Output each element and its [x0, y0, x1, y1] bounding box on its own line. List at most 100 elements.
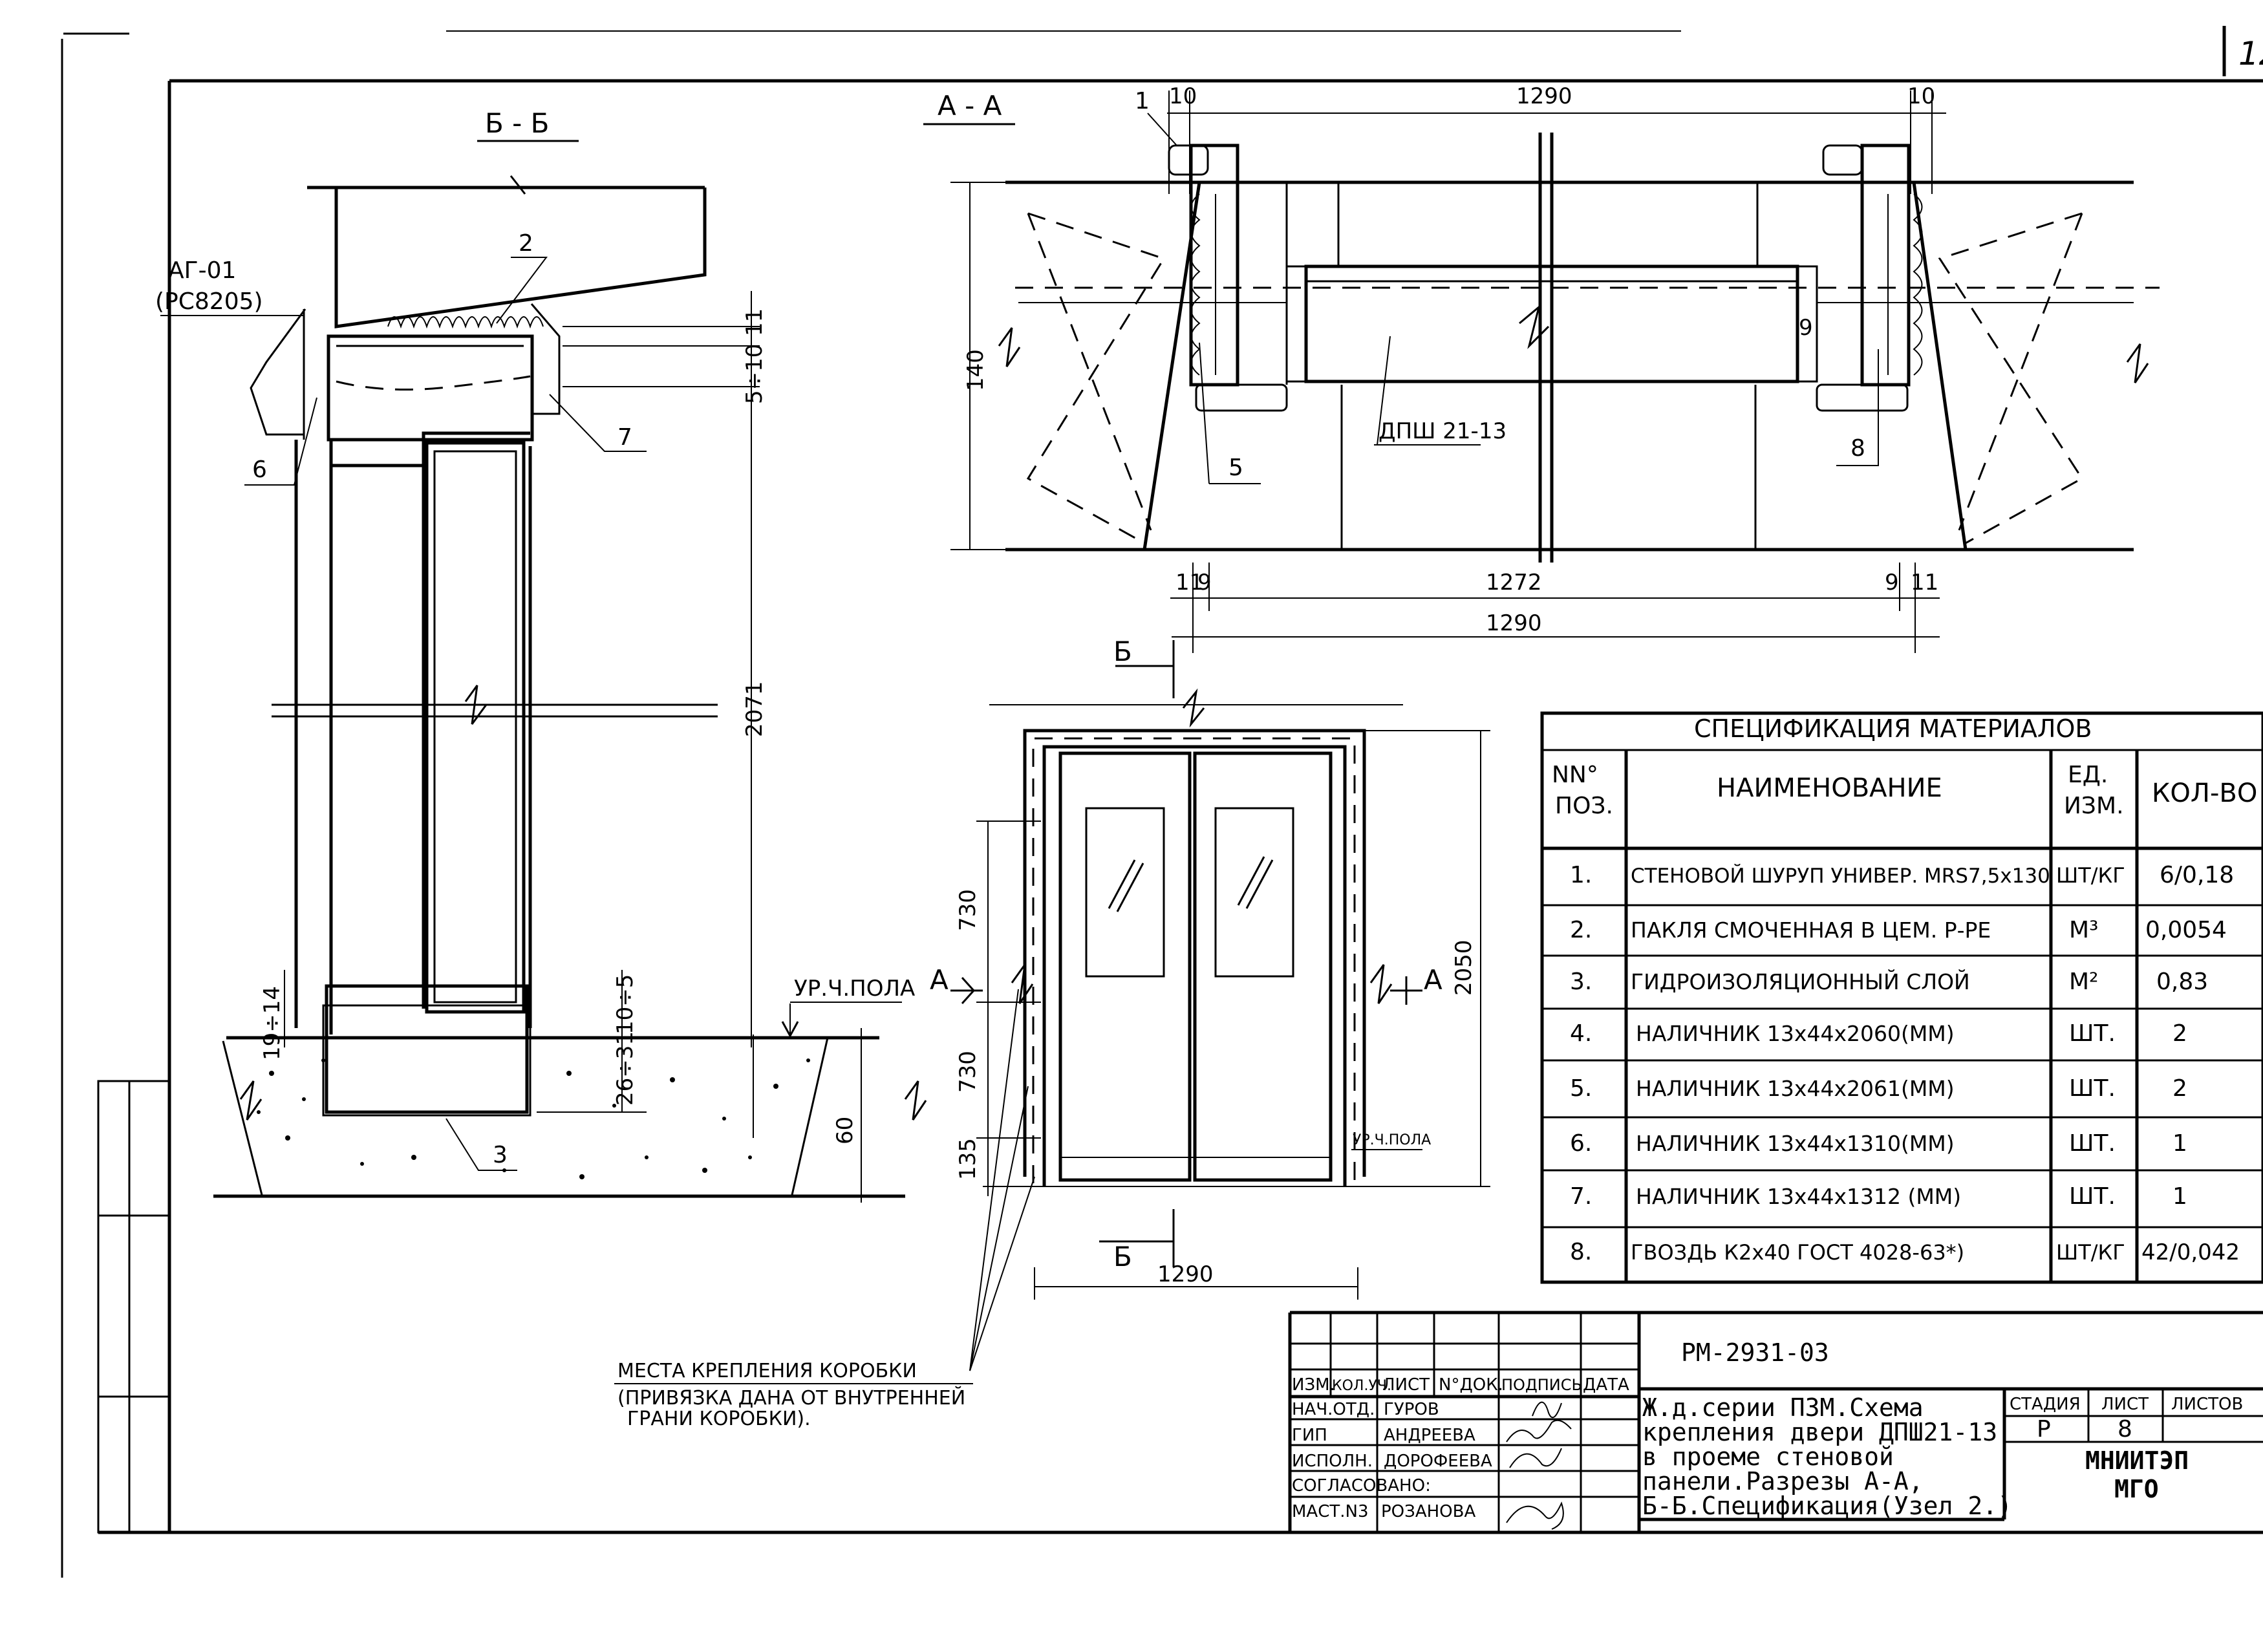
fastener-code: АГ-01 [168, 257, 236, 284]
fixing-note-line2: (ПРИВЯЗКА ДАНА ОТ ВНУТРЕННЕЙ [617, 1386, 965, 1410]
signature-3 [1509, 1448, 1562, 1468]
role-4: МАСТ.N3 [1292, 1502, 1369, 1521]
desc-line-4: панели.Разрезы А-А, [1642, 1467, 1924, 1496]
role-2: ИСПОЛН. [1292, 1452, 1373, 1471]
svg-text:НАЛИЧНИК 13х44х1312 (ММ): НАЛИЧНИК 13х44х1312 (ММ) [1636, 1184, 1961, 1209]
spec-row: 5. НАЛИЧНИК 13х44х2061(ММ) ШТ. 2 [1570, 1075, 2187, 1102]
spec-header-pos: NN° [1552, 762, 1598, 788]
spec-table: СПЕЦИФИКАЦИЯ МАТЕРИАЛОВ NN° ПОЗ. НАИМЕНО… [1540, 711, 2263, 1284]
section-bb-title: Б - Б [485, 107, 549, 139]
fastener-code-2: (PC8205) [155, 288, 263, 315]
spec-row: 7. НАЛИЧНИК 13х44х1312 (ММ) ШТ. 1 [1570, 1183, 2187, 1210]
desc-line-2: крепления двери ДПШ21-13 [1642, 1418, 1997, 1446]
svg-text:ШТ.: ШТ. [2069, 1075, 2116, 1102]
svg-text:СТЕНОВОЙ ШУРУП УНИВЕР. MRS7,5х: СТЕНОВОЙ ШУРУП УНИВЕР. MRS7,5х130 [1631, 864, 2050, 888]
svg-text:3.: 3. [1570, 969, 1592, 995]
sheet-label: ЛИСТ [2101, 1395, 2149, 1414]
svg-text:5.: 5. [1570, 1075, 1592, 1102]
svg-text:ПАКЛЯ СМОЧЕННАЯ В ЦЕМ. Р-РЕ: ПАКЛЯ СМОЧЕННАЯ В ЦЕМ. Р-РЕ [1631, 917, 1991, 943]
door-code-label: ДПШ 21-13 [1378, 418, 1507, 444]
role-1: ГИП [1292, 1426, 1327, 1445]
spec-row: 3. ГИДРОИЗОЛЯЦИОННЫЙ СЛОЙ М² 0,83 [1570, 969, 2208, 995]
svg-text:1.: 1. [1570, 862, 1592, 888]
spec-row: 2. ПАКЛЯ СМОЧЕННАЯ В ЦЕМ. Р-РЕ М³ 0,0054 [1570, 917, 2227, 943]
svg-text:6.: 6. [1570, 1130, 1592, 1157]
tow-coils [387, 316, 544, 329]
sheet-frame: 12 [61, 26, 2263, 1578]
spec-header-name: НАИМЕНОВАНИЕ [1717, 773, 1942, 803]
svg-text:М²: М² [2069, 969, 2099, 995]
tb-col-koluch: КОЛ.УЧ. [1332, 1378, 1391, 1394]
svg-text:ГВОЗДЬ К2х40 ГОСТ 4028-63*): ГВОЗДЬ К2х40 ГОСТ 4028-63*) [1631, 1240, 1964, 1265]
dim-top-width: 1290 [1516, 83, 1572, 109]
dim-10-5: 10÷5 [612, 974, 638, 1035]
desc-line-3: в проеме стеновой [1642, 1443, 1894, 1471]
spec-row: 6. НАЛИЧНИК 13х44х1310(ММ) ШТ. 1 [1570, 1130, 2187, 1157]
role-4-name: РОЗАНОВА [1381, 1502, 1475, 1521]
section-aa: А - А [923, 83, 2160, 653]
dim-left-11: 11 [1175, 570, 1203, 595]
dim-w1290: 1290 [1157, 1261, 1214, 1287]
door-elevation: Б А А 730 730 1 [904, 636, 1490, 1371]
spec-row: 4. НАЛИЧНИК 13х44х2060(ММ) ШТ. 2 [1570, 1020, 2187, 1047]
svg-text:1: 1 [2172, 1130, 2187, 1157]
spec-title: СПЕЦИФИКАЦИЯ МАТЕРИАЛОВ [1694, 714, 2092, 743]
role-1-name: АНДРЕЕВА [1384, 1426, 1475, 1445]
tb-col-date: ДАТА [1583, 1375, 1629, 1395]
callout-1: 1 [1135, 88, 1150, 114]
cut-a-left: А [930, 964, 949, 996]
dim-60: 60 [832, 1117, 858, 1144]
role-0-name: ГУРОВ [1384, 1400, 1439, 1419]
dim-h2050: 2050 [1451, 939, 1477, 996]
sheet-value: 8 [2118, 1416, 2132, 1443]
svg-text:0,0054: 0,0054 [2145, 917, 2227, 943]
desc-line-5: Б-Б.Спецификация(Узел 2.) [1642, 1492, 2012, 1520]
svg-text:2: 2 [2172, 1075, 2187, 1102]
dim-inner: 1272 [1486, 570, 1542, 595]
svg-text:42/0,042: 42/0,042 [2141, 1239, 2240, 1265]
dim-9-inner: 9 [1799, 315, 1813, 341]
dim-top-right: 10 [1907, 83, 1935, 109]
dim-2071: 2071 [742, 681, 767, 737]
svg-text:ШТ/КГ: ШТ/КГ [2056, 1240, 2125, 1265]
spec-header-pos2: ПОЗ. [1555, 793, 1613, 819]
org-1: МНИИТЭП [2085, 1446, 2189, 1475]
stage-value: Р [2037, 1416, 2051, 1443]
dim-5-10: 5÷10 [742, 344, 767, 404]
title-block: РМ-2931-03 ИЗМ. КОЛ.УЧ. ЛИСТ N°ДОК. ПОДП… [1288, 1311, 2263, 1532]
dim-top-left: 10 [1169, 83, 1197, 109]
callout-3: 3 [493, 1142, 508, 1168]
spec-row: 8. ГВОЗДЬ К2х40 ГОСТ 4028-63*) ШТ/КГ 42/… [1570, 1239, 2240, 1265]
svg-text:6/0,18: 6/0,18 [2160, 862, 2234, 888]
spec-header-qty: КОЛ-ВО [2152, 778, 2257, 808]
dim-h730-top: 730 [955, 889, 981, 931]
svg-text:ШТ.: ШТ. [2069, 1183, 2116, 1210]
dim-right-9: 9 [1885, 570, 1899, 595]
dim-bottom-width: 1290 [1486, 610, 1542, 636]
sheet-number: 12 [2238, 35, 2263, 72]
svg-text:ШТ/КГ: ШТ/КГ [2056, 863, 2125, 888]
spec-header-unit2: ИЗМ. [2064, 793, 2124, 819]
cut-b-bottom: Б [1113, 1241, 1132, 1272]
dim-right-11: 11 [1911, 570, 1938, 595]
svg-text:0,83: 0,83 [2156, 969, 2208, 995]
callout-2: 2 [519, 230, 533, 257]
spec-row: 1. СТЕНОВОЙ ШУРУП УНИВЕР. MRS7,5х130 ШТ/… [1570, 862, 2234, 888]
sheets-label: ЛИСТОВ [2171, 1395, 2243, 1414]
svg-text:М³: М³ [2069, 917, 2099, 943]
tb-col-doc: N°ДОК. [1439, 1375, 1503, 1395]
tb-col-list: ЛИСТ [1382, 1375, 1430, 1395]
section-aa-title: А - А [938, 90, 1002, 122]
floor-level-label: УР.Ч.ПОЛА [794, 976, 915, 1002]
dim-26-31: 26÷31 [612, 1031, 638, 1106]
dim-11: 11 [742, 308, 767, 336]
svg-text:НАЛИЧНИК 13х44х2061(ММ): НАЛИЧНИК 13х44х2061(ММ) [1636, 1076, 1955, 1101]
fixing-note: МЕСТА КРЕПЛЕНИЯ КОРОБКИ (ПРИВЯЗКА ДАНА О… [614, 1360, 973, 1430]
role-3: СОГЛАСОВАНО: [1292, 1476, 1431, 1496]
tb-col-izm: ИЗМ. [1292, 1375, 1335, 1395]
dim-19-14: 19÷14 [259, 986, 285, 1060]
svg-text:ШТ.: ШТ. [2069, 1130, 2116, 1157]
svg-text:ШТ.: ШТ. [2069, 1020, 2116, 1047]
svg-text:2.: 2. [1570, 917, 1592, 943]
